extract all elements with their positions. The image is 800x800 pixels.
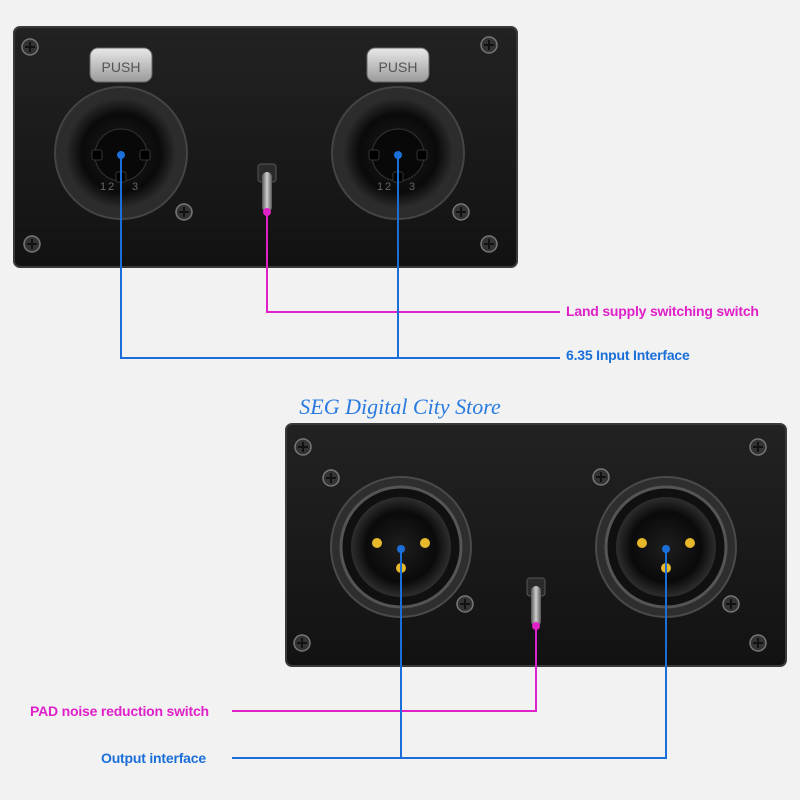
- pad-toggle-switch: [526, 577, 546, 630]
- output-interface-label: Output interface: [101, 750, 206, 766]
- screw-icon: [456, 595, 474, 613]
- screw-icon: [722, 595, 740, 613]
- pin-number: 3: [132, 181, 138, 193]
- screw-icon: [175, 203, 193, 221]
- screw-icon: [21, 38, 39, 56]
- combo-jack-right: PUSH 1 2 3: [331, 47, 465, 220]
- pin-number: 1: [100, 181, 106, 193]
- pad-switch-label: PAD noise reduction switch: [30, 703, 209, 719]
- pin-number: 3: [409, 181, 415, 193]
- input-interface-callout-line: [120, 155, 560, 359]
- screw-icon: [293, 634, 311, 652]
- screw-icon: [322, 469, 340, 487]
- land-supply-switch-label: Land supply switching switch: [566, 303, 759, 319]
- screw-icon: [23, 235, 41, 253]
- input-panel: PUSH 1 2 3 PUSH 1 2 3: [13, 26, 518, 268]
- pin-number: 2: [108, 181, 114, 193]
- land-supply-callout-line: [266, 212, 560, 313]
- xlr-output-right: [595, 476, 737, 618]
- input-interface-label: 6.35 Input Interface: [566, 347, 690, 363]
- output-interface-callout-line: [232, 549, 667, 759]
- pin-number: 2: [385, 181, 391, 193]
- screw-icon: [749, 634, 767, 652]
- combo-jack-left: PUSH 1 2 3: [54, 47, 188, 220]
- screw-icon: [749, 438, 767, 456]
- screw-icon: [480, 235, 498, 253]
- screw-icon: [294, 438, 312, 456]
- push-label: PUSH: [102, 59, 141, 75]
- store-watermark: SEG Digital City Store: [299, 394, 501, 419]
- screw-icon: [452, 203, 470, 221]
- screw-icon: [480, 36, 498, 54]
- land-supply-toggle-switch: [257, 163, 277, 216]
- push-label: PUSH: [379, 59, 418, 75]
- pad-callout-line: [232, 626, 537, 712]
- output-panel: [285, 423, 787, 667]
- screw-icon: [592, 468, 610, 486]
- pin-number: 1: [377, 181, 383, 193]
- xlr-output-left: [330, 476, 472, 618]
